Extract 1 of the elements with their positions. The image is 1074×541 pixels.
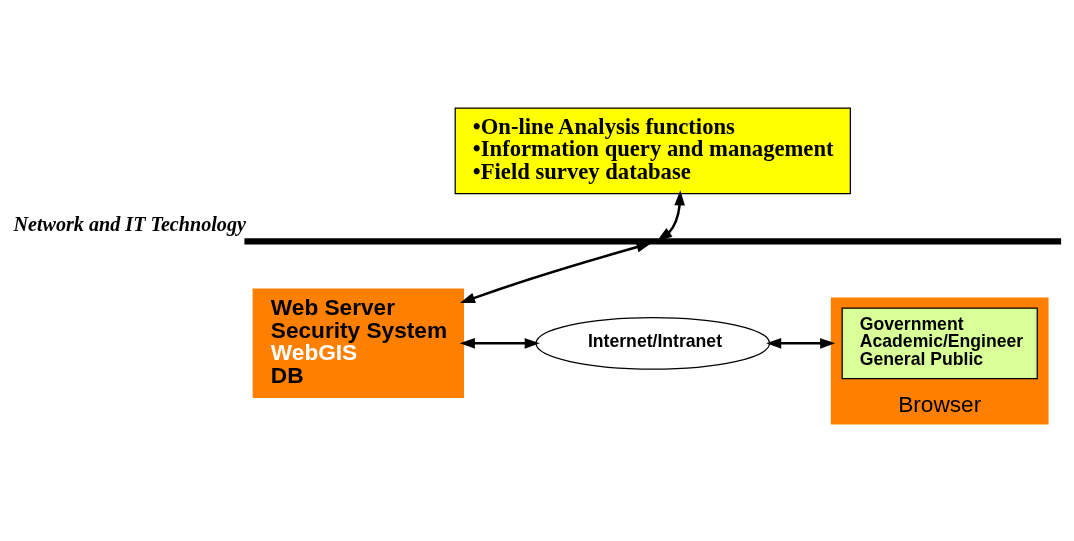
node-label: Network and IT Technology	[13, 212, 246, 235]
